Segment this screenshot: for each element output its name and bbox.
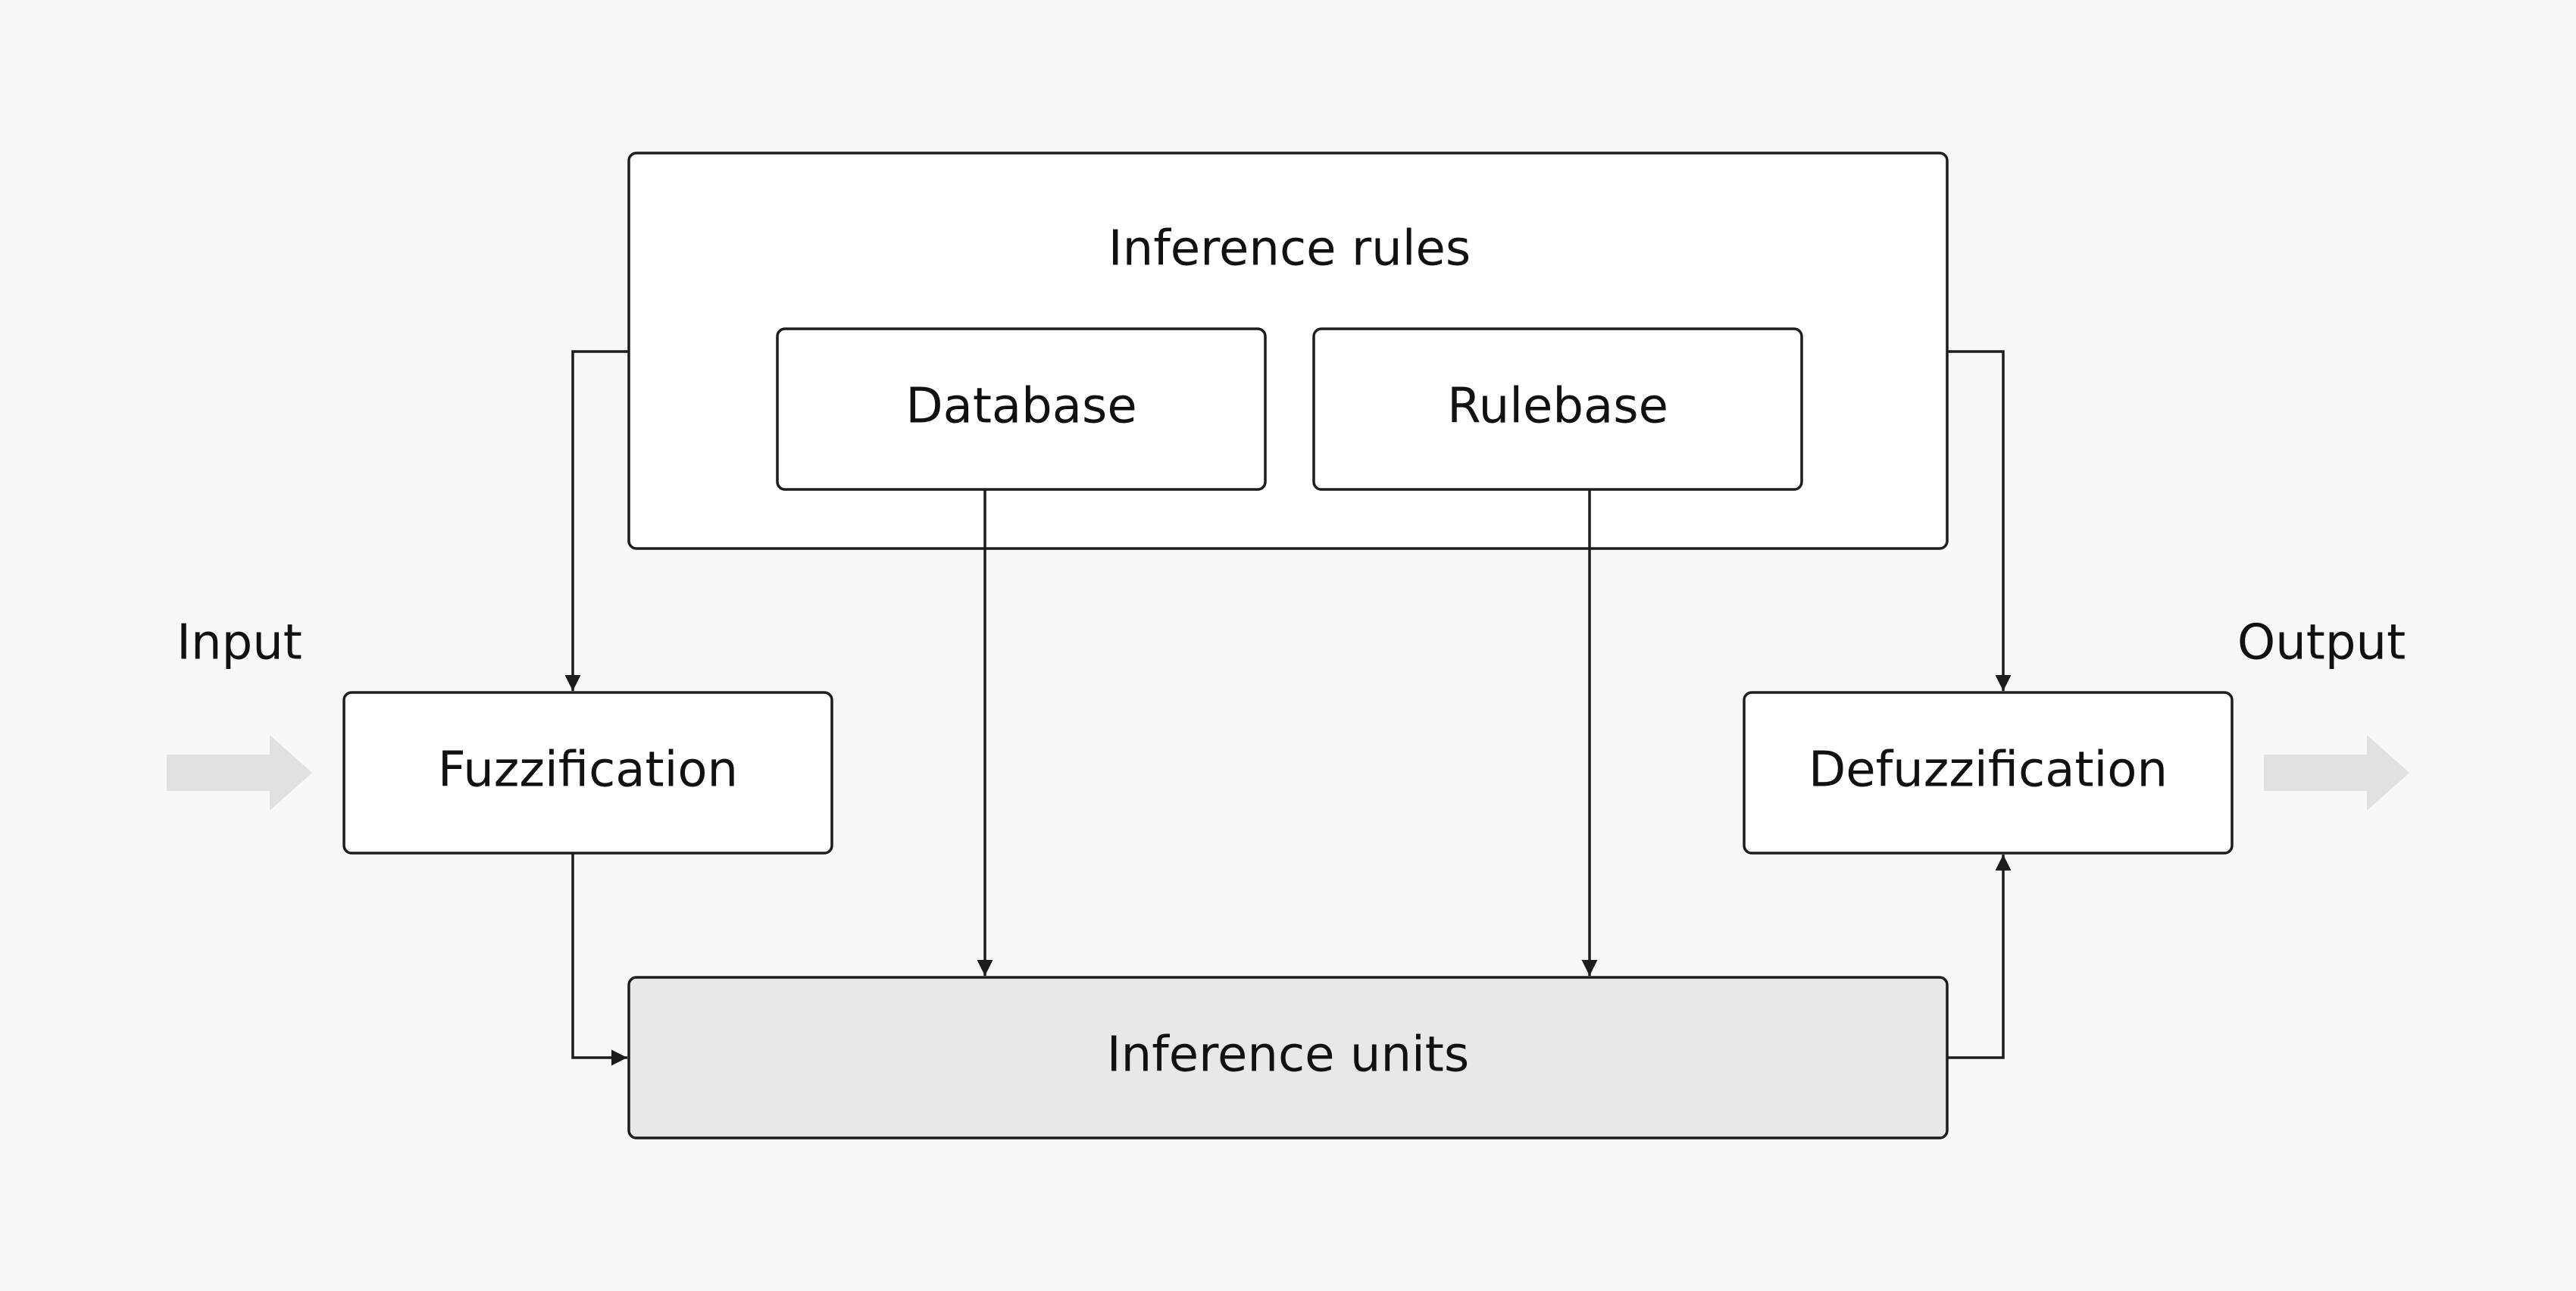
rules-to-fuzzification-connector	[564, 350, 629, 691]
rulebase-label: Rulebase	[1447, 379, 1668, 435]
fuzzification-to-inference-units-connector	[571, 853, 627, 1066]
output-arrow-icon	[2264, 735, 2409, 811]
inference-units-to-defuzzification-connector	[1947, 855, 2012, 1059]
database-box	[776, 327, 1267, 491]
inference-rules-label: Inference rules	[1108, 221, 1471, 277]
rules-to-defuzzification-connector	[1947, 350, 2012, 691]
fuzzification-label: Fuzzification	[438, 742, 738, 799]
defuzzification-label: Defuzzification	[1809, 742, 2168, 799]
input-arrow-icon	[167, 735, 312, 811]
input-label: Input	[177, 615, 302, 671]
fuzzification-box	[342, 691, 833, 855]
database-label: Database	[905, 379, 1136, 435]
rulebase-box	[1312, 327, 1803, 491]
defuzzification-box	[1743, 691, 2234, 855]
inference-units-label: Inference units	[1107, 1027, 1469, 1083]
output-label: Output	[2237, 615, 2406, 671]
